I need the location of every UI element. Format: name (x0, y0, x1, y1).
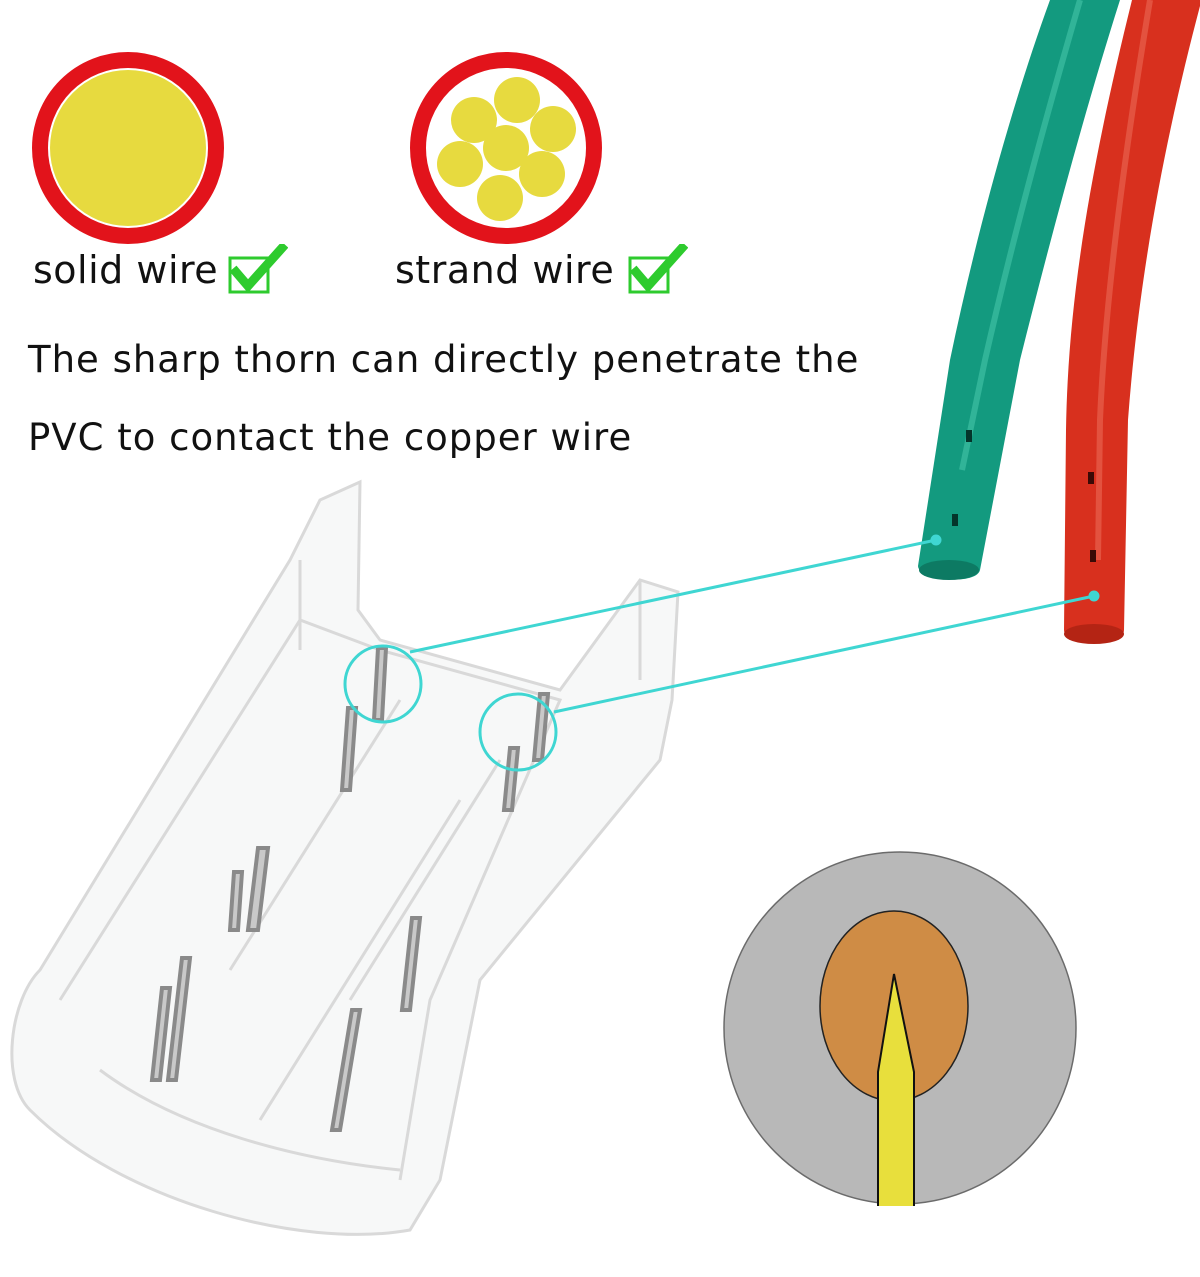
connector-body (10, 479, 680, 1236)
callout-lines (343, 534, 1100, 772)
thorn-penetration-diagram-icon (723, 851, 1077, 1206)
metal-pins (149, 646, 551, 1132)
solid-wire-cross-section-icon (32, 52, 224, 244)
strand-wire-label: strand wire (395, 248, 615, 292)
check-mark-icon (228, 244, 288, 294)
solid-wire-label: solid wire (33, 248, 219, 292)
check-mark-icon (628, 244, 688, 294)
strand-wire-cross-section-icon (410, 52, 602, 244)
caption-line-2: PVC to contact the copper wire (28, 416, 633, 459)
caption-line-1: The sharp thorn can directly penetrate t… (28, 338, 860, 381)
